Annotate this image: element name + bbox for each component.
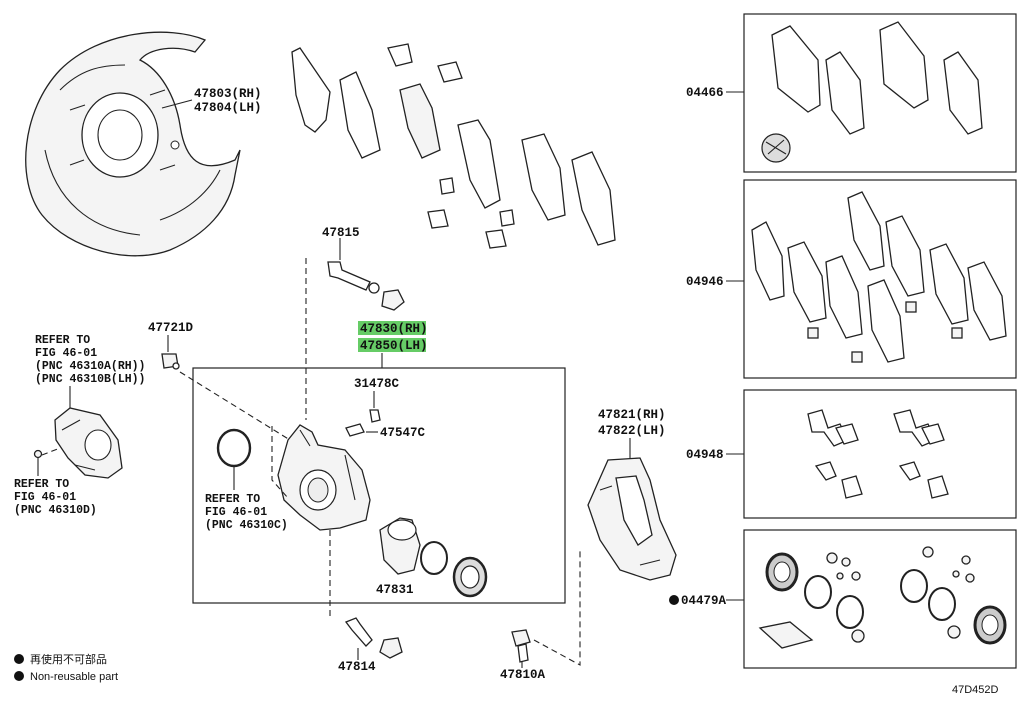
mounting-bracket[interactable] — [587, 457, 677, 581]
seal-ring[interactable] — [216, 428, 252, 468]
legend-jp: 再使用不可部品 — [30, 652, 107, 666]
label-47814: 47814 — [338, 660, 376, 674]
label-31478c: 31478C — [354, 377, 400, 391]
bleeder-cap-31478c[interactable] — [369, 409, 381, 423]
legend-en: Non-reusable part — [30, 671, 118, 683]
label-47830[interactable]: 47830(RH) — [360, 322, 428, 336]
label-04948: 04948 — [686, 448, 724, 462]
bleeder-plug-47547c[interactable] — [345, 423, 365, 437]
bolt-47810a[interactable] — [511, 629, 531, 663]
piston-47831[interactable] — [379, 517, 421, 575]
pad-shims-top[interactable] — [291, 43, 616, 249]
label-04466: 04466 — [686, 86, 724, 100]
diagram-code: 47D452D — [952, 684, 999, 696]
label-47831: 47831 — [376, 583, 414, 597]
ref-c-line2: FIG 46-01 — [205, 506, 267, 519]
ref-b-line1: REFER TO — [14, 478, 69, 491]
piston-seal[interactable] — [420, 541, 448, 575]
ref-b-line2: FIG 46-01 — [14, 491, 76, 504]
brake-pads-04466[interactable] — [761, 21, 983, 163]
legend-marker-en — [14, 671, 24, 681]
dust-shield[interactable] — [25, 31, 241, 257]
guide-pin-47814[interactable] — [344, 617, 403, 659]
highlight-47830 — [358, 321, 426, 335]
label-04946: 04946 — [686, 275, 724, 289]
label-47850[interactable]: 47850(LH) — [360, 339, 428, 353]
highlight-47850 — [358, 338, 426, 352]
ref-a-line3: (PNC 46310A(RH)) — [35, 360, 145, 373]
ref-c-line1: REFER TO — [205, 493, 260, 506]
label-47721d: 47721D — [148, 321, 194, 335]
label-04479a: 04479A — [681, 594, 727, 608]
label-47804: 47804(LH) — [194, 101, 262, 115]
pad-clip-kit-04948[interactable] — [807, 409, 949, 499]
label-47822: 47822(LH) — [598, 424, 666, 438]
kit-box-04948 — [743, 389, 1017, 519]
label-47803: 47803(RH) — [194, 87, 262, 101]
label-47810a: 47810A — [500, 668, 546, 682]
ref-c-line3: (PNC 46310C) — [205, 519, 288, 532]
seal-kit-04479a[interactable] — [758, 546, 1007, 649]
ref-b-line3: (PNC 46310D) — [14, 504, 97, 517]
kit-box-04466 — [743, 13, 1017, 173]
non-reusable-marker-04479a — [669, 595, 679, 605]
ref-a-line4: (PNC 46310B(LH)) — [35, 373, 145, 386]
ref-a-line1: REFER TO — [35, 334, 90, 347]
kit-box-04946 — [743, 179, 1017, 379]
ref-a-line2: FIG 46-01 — [35, 347, 97, 360]
label-47547c: 47547C — [380, 426, 426, 440]
caliper-assembly-box — [192, 367, 566, 604]
reference-caliper[interactable] — [54, 407, 123, 479]
legend-marker-jp — [14, 654, 24, 664]
kit-box-04479a — [743, 529, 1017, 669]
shim-kit-04946[interactable] — [751, 191, 1007, 363]
label-47815: 47815 — [322, 226, 360, 240]
label-47821: 47821(RH) — [598, 408, 666, 422]
caliper-body[interactable] — [277, 424, 371, 531]
guide-pin-47815[interactable] — [327, 261, 405, 311]
